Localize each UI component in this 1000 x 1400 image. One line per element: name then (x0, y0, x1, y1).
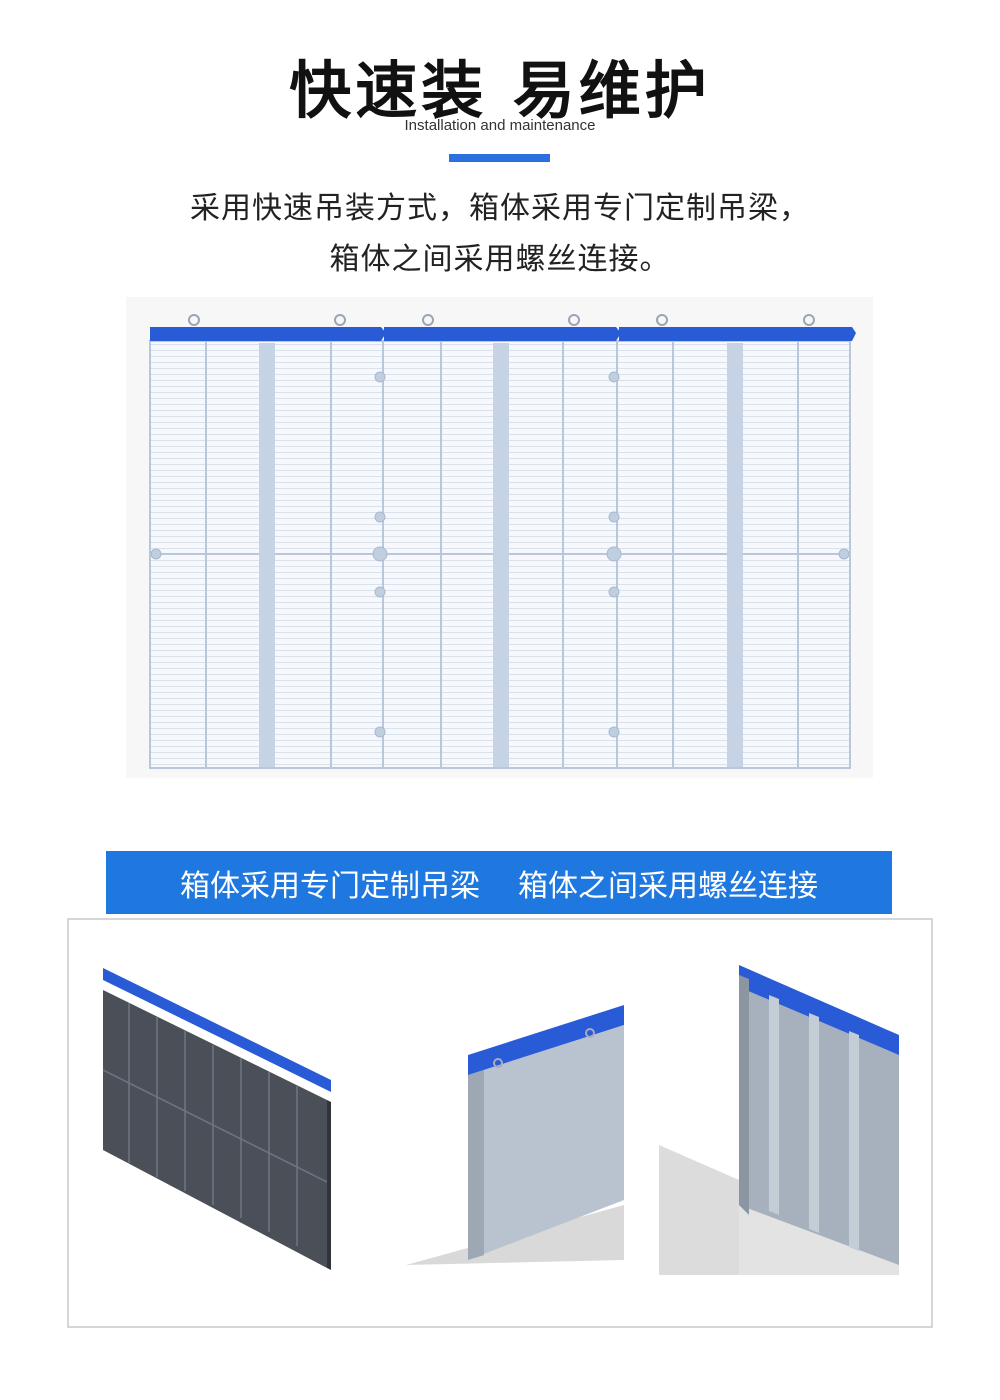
title-underline (449, 154, 550, 162)
banner-right-label: 箱体之间采用螺丝连接 (518, 868, 818, 904)
cabinet-front-image (406, 1005, 624, 1265)
page-subtitle: Installation and maintenance (404, 117, 596, 134)
product-images-frame (67, 918, 933, 1328)
description-line-2: 箱体之间采用螺丝连接。 (329, 242, 671, 277)
description-line-1: 采用快速吊装方式，箱体采用专门定制吊梁， (190, 191, 810, 226)
page-title: 快速装 易维护 (289, 54, 711, 127)
exploded-cabinet-image (102, 968, 331, 1270)
cabinet-group (149, 340, 851, 769)
banner-left-label: 箱体采用专门定制吊梁 (180, 868, 480, 904)
cabinet-wall-illustration (126, 297, 873, 778)
feature-banner: 箱体采用专门定制吊梁 箱体之间采用螺丝连接 (106, 851, 892, 914)
hanging-beams (150, 327, 856, 341)
cabinet-back-image (659, 965, 899, 1275)
